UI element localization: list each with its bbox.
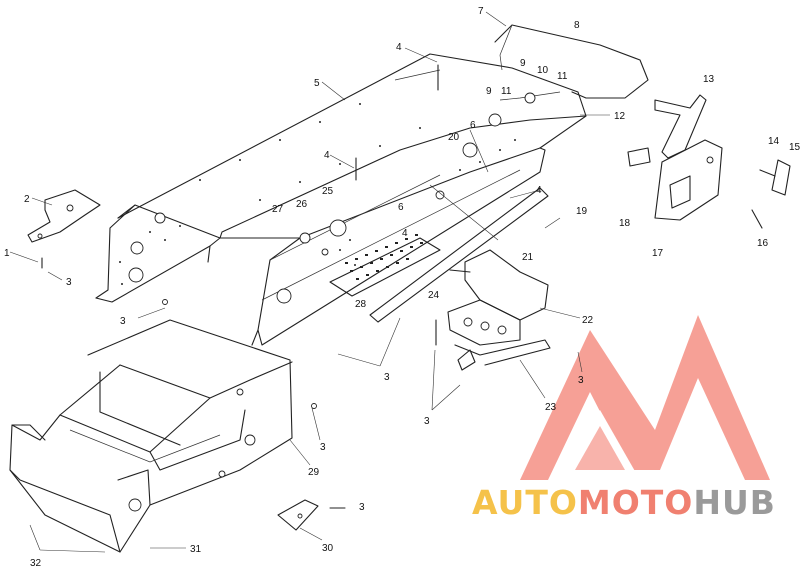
- callout-17: 17: [652, 248, 664, 259]
- callout-7: 7: [478, 6, 484, 17]
- callout-6-b: 6: [398, 202, 404, 213]
- callout-25: 25: [322, 186, 334, 197]
- callout-4: 4: [396, 42, 402, 53]
- callout-4-d: 4: [402, 228, 408, 239]
- callout-19: 19: [576, 206, 588, 217]
- bracket-part-2: [27, 189, 101, 269]
- callout-3-e: 3: [320, 442, 326, 453]
- callout-6: 6: [470, 120, 476, 131]
- callout-29: 29: [308, 467, 320, 478]
- callout-13: 13: [703, 74, 715, 85]
- callout-31: 31: [190, 544, 202, 555]
- callout-3: 3: [66, 277, 72, 288]
- callout-4-c: 4: [536, 185, 542, 196]
- bolt-part-14-15: [751, 159, 791, 229]
- callout-1: 1: [4, 248, 10, 259]
- watermark-text: AUTOMOTOHUB: [472, 483, 776, 522]
- callout-24: 24: [428, 290, 440, 301]
- tunnel-assembly: [95, 24, 649, 346]
- callout-labels: 1 2 3 4 5 6 7 8 9 10 11 12 13 14 15 16 1…: [4, 6, 800, 567]
- callout-3-f: 3: [359, 502, 365, 513]
- callout-21: 21: [522, 252, 534, 263]
- block-part-18: [627, 147, 651, 167]
- callout-3-g: 3: [578, 375, 584, 386]
- automotohub-logo-icon: [520, 315, 770, 480]
- callout-20: 20: [448, 132, 460, 143]
- plate-part-30: [277, 499, 346, 531]
- callout-10: 10: [537, 65, 549, 76]
- callout-3-b: 3: [120, 316, 126, 327]
- callout-9-b: 9: [486, 86, 492, 97]
- callout-26: 26: [296, 199, 308, 210]
- callout-3-d: 3: [424, 416, 430, 427]
- watermark-auto: AUTO: [472, 483, 578, 522]
- callout-8: 8: [574, 20, 580, 31]
- callout-32: 32: [30, 558, 42, 567]
- callout-9: 9: [520, 58, 526, 69]
- leader-lines: [9, 11, 610, 553]
- callout-5: 5: [314, 78, 320, 89]
- callout-14: 14: [768, 136, 780, 147]
- callout-15: 15: [789, 142, 800, 153]
- callout-28: 28: [355, 299, 367, 310]
- bracket-assembly-22-23-24: [435, 249, 551, 371]
- callout-11-b: 11: [501, 86, 512, 97]
- bulkhead-part-29: [9, 299, 317, 553]
- callout-4-b: 4: [324, 150, 330, 161]
- callout-16: 16: [757, 238, 769, 249]
- callout-30: 30: [322, 543, 334, 554]
- mount-part-17: [654, 139, 723, 221]
- callout-23: 23: [545, 402, 557, 413]
- callout-27: 27: [272, 204, 284, 215]
- callout-18: 18: [619, 218, 631, 229]
- callout-3-c: 3: [384, 372, 390, 383]
- watermark-moto: MOTO: [578, 483, 693, 522]
- callout-11: 11: [557, 71, 568, 82]
- handle-part-13: [654, 94, 707, 159]
- callout-12: 12: [614, 111, 626, 122]
- callout-2: 2: [24, 194, 30, 205]
- watermark-hub: HUB: [693, 483, 776, 522]
- callout-22: 22: [582, 315, 594, 326]
